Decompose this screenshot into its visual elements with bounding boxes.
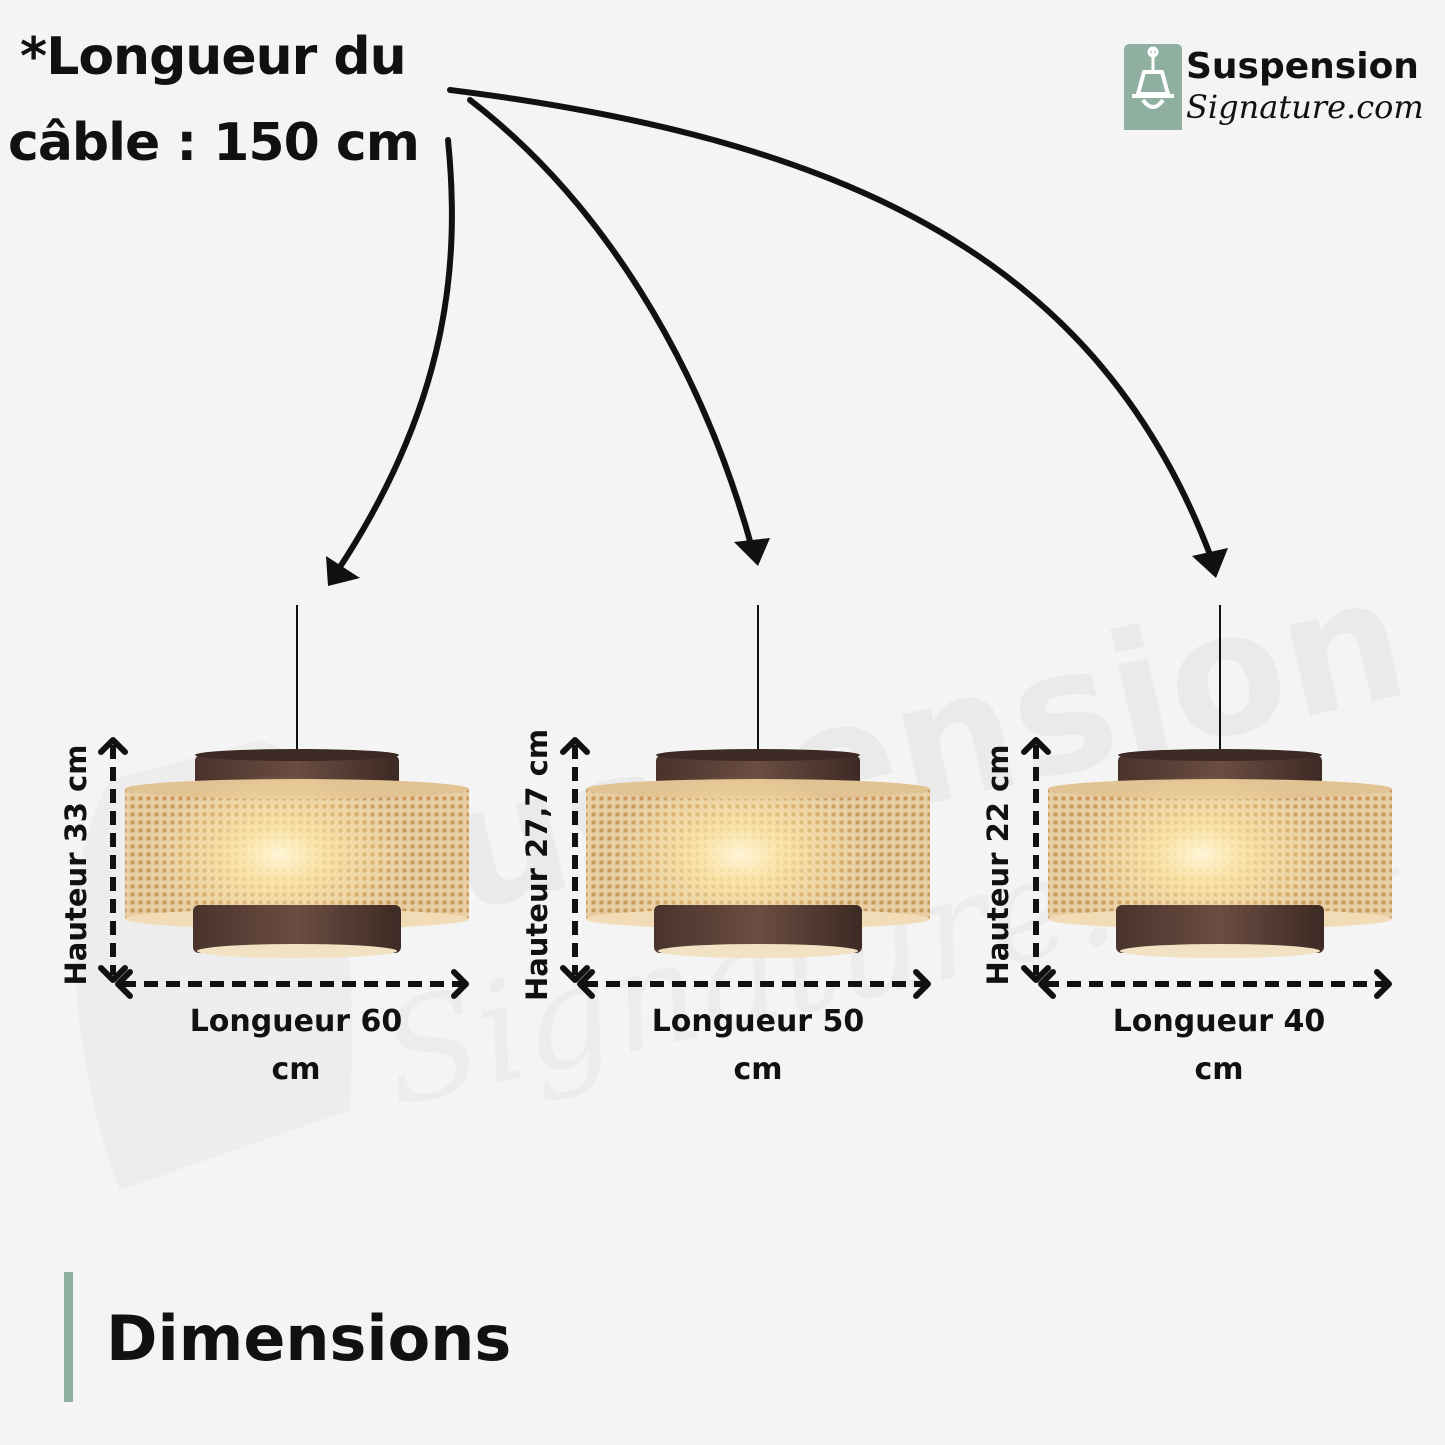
arrowhead-2 — [734, 538, 770, 566]
length-arrow-left-1 — [115, 969, 133, 999]
length-label-2-line-1: Longueur 50 — [651, 1004, 865, 1039]
length-arrow-right-3 — [1374, 969, 1392, 999]
pendant-lamp-icon — [1124, 44, 1182, 130]
height-arrow-top-1 — [98, 737, 128, 755]
arrow-to-lamp-3 — [447, 87, 1215, 563]
logo-text-main: Suspension — [1186, 46, 1419, 87]
arrow-to-lamp-1 — [335, 137, 455, 573]
height-arrow-bottom-1 — [98, 965, 128, 983]
length-arrow-left-2 — [577, 969, 595, 999]
length-arrow-right-1 — [451, 969, 469, 999]
arrowhead-3 — [1192, 548, 1228, 578]
height-label-1: Hauteur 33 cm — [59, 744, 93, 986]
length-label-1: Longueur 60 cm — [116, 998, 476, 1094]
height-label-2: Hauteur 27,7 cm — [520, 728, 554, 1002]
arrowheads — [326, 538, 1228, 586]
logo-text-sub: Signature.com — [1186, 88, 1424, 126]
height-arrow-bottom-3 — [1021, 965, 1051, 983]
length-label-3-line-1: Longueur 40 — [1112, 1004, 1326, 1039]
section-accent-bar — [64, 1272, 73, 1402]
length-label-2-line-2: cm — [733, 1052, 783, 1087]
cable-length-note: *Longueur du câble : 150 cm — [8, 14, 420, 186]
length-label-1-line-2: cm — [271, 1052, 321, 1087]
height-label-3: Hauteur 22 cm — [981, 744, 1015, 986]
height-arrow-bottom-2 — [560, 965, 590, 983]
dimensions-section: Dimensions — [64, 1272, 764, 1402]
height-arrow-top-2 — [560, 737, 590, 755]
length-label-3-line-2: cm — [1194, 1052, 1244, 1087]
length-label-2: Longueur 50 cm — [578, 998, 938, 1094]
length-arrow-right-2 — [913, 969, 931, 999]
cable-note-line-1: *Longueur du — [20, 27, 407, 87]
cable-arrows — [335, 87, 1215, 573]
height-arrow-top-3 — [1021, 737, 1051, 755]
cable-note-line-2: câble : 150 cm — [8, 113, 420, 173]
arrow-to-lamp-2 — [467, 97, 755, 551]
length-label-1-line-1: Longueur 60 — [189, 1004, 403, 1039]
length-label-3: Longueur 40 cm — [1039, 998, 1399, 1094]
brand-logo: Suspension Signature.com — [1122, 44, 1424, 136]
arrowhead-1 — [326, 556, 360, 586]
section-title: Dimensions — [106, 1302, 512, 1375]
length-arrow-left-3 — [1038, 969, 1056, 999]
